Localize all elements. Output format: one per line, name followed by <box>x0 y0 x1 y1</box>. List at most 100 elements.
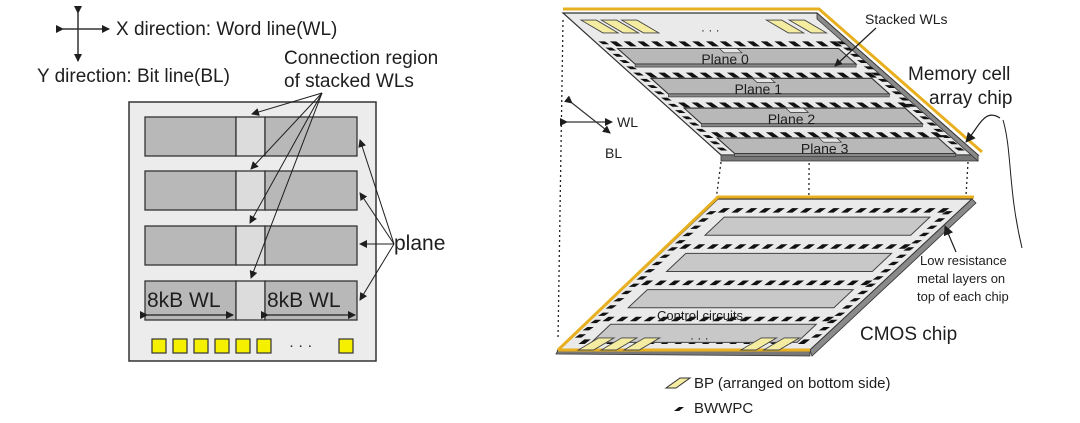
bwwpc-mark <box>887 261 900 266</box>
bwwpc-mark <box>692 41 706 47</box>
metal-layers-arrow <box>943 225 957 253</box>
bwwpc-mark <box>814 102 829 108</box>
bwwpc-mark <box>933 128 944 132</box>
bwwpc-mark <box>805 280 818 286</box>
bwwpc-mark <box>697 218 709 222</box>
connection-region <box>235 280 266 321</box>
bwwpc-mark <box>788 41 802 47</box>
bwwpc-mark <box>629 316 643 322</box>
bwwpc-mark <box>679 244 692 249</box>
bwwpc-mark <box>895 254 907 258</box>
bwwpc-mark <box>926 225 938 229</box>
stacked-wl-region <box>784 107 810 113</box>
plane-edge <box>667 93 890 98</box>
bwwpc-mark <box>747 41 761 47</box>
metal-layers-label-line3: top of each chip <box>917 289 1009 304</box>
bwwpc-mark <box>774 41 788 47</box>
bwwpc-mark <box>661 97 672 101</box>
bwwpc-mark <box>752 132 766 138</box>
bwwpc-mark <box>705 102 719 108</box>
bwwpc-mark <box>835 41 847 45</box>
bwwpc-mark <box>726 72 740 78</box>
legend-bp-label: BP (arranged on bottom side) <box>694 375 891 392</box>
bwwpc-mark <box>616 316 629 322</box>
bwwpc-mark <box>684 316 698 322</box>
plane-slab: Plane 2 <box>682 107 924 128</box>
bwwpc-mark <box>834 132 848 138</box>
bp-pad <box>620 19 661 34</box>
bwwpc-mark <box>808 316 821 322</box>
plane-half-right <box>264 116 358 157</box>
bwwpc-mark <box>613 298 625 302</box>
bwwpc-mark <box>912 110 924 113</box>
bwwpc-mark <box>760 102 774 108</box>
top-bp-pads <box>579 19 829 34</box>
bwwpc-mark <box>797 339 811 344</box>
bwwpc-mark <box>725 316 739 322</box>
plane-slab: Plane 0 <box>616 47 858 68</box>
bonding-pad <box>151 338 167 354</box>
bwwpc-mark <box>821 316 835 322</box>
bwwpc-mark <box>705 211 717 215</box>
bwwpc-mark <box>674 110 686 113</box>
bwwpc-mark <box>947 141 958 145</box>
plane-rows <box>144 116 358 321</box>
bp-pad <box>622 337 662 351</box>
bwwpc-mark <box>836 72 850 78</box>
bp-pad <box>762 337 802 351</box>
bwwpc-mark <box>706 244 719 249</box>
wl-size-label-right: 8kB WL <box>267 289 341 312</box>
bwwpc-mark <box>843 244 857 249</box>
cmos-chip-label: CMOS chip <box>860 324 957 345</box>
bwwpc-mark <box>954 147 965 151</box>
bwwpc-mark <box>813 208 826 213</box>
plane-slab: Plane 3 <box>715 137 958 157</box>
bwwpc-mark <box>681 116 693 120</box>
bwwpc-mark <box>905 103 917 107</box>
bwwpc-mark <box>695 280 709 286</box>
bwwpc-mark <box>647 85 658 88</box>
connection-arrow-3 <box>249 92 323 224</box>
bwwpc-mark <box>854 208 868 213</box>
bwwpc-mark <box>681 280 695 286</box>
bwwpc-mark <box>750 280 763 286</box>
metal-layers-label-line2: metal layers on <box>917 271 1005 286</box>
bwwpc-mark <box>799 208 813 213</box>
plane-label: Plane 1 <box>735 81 783 97</box>
bonding-pad <box>214 338 230 354</box>
bwwpc-mark <box>777 280 791 286</box>
bwwpc-mark <box>809 72 823 78</box>
plane-label: Plane 2 <box>768 111 816 127</box>
bwwpc-mark <box>609 41 623 47</box>
plane-half-right <box>264 170 358 211</box>
bwwpc-mark <box>841 305 853 309</box>
connection-arrow-2 <box>250 92 323 170</box>
bwwpc-mark <box>787 102 801 108</box>
plane-label: plane <box>394 232 445 255</box>
bwwpc-mark <box>619 60 630 63</box>
bonding-pad <box>172 338 188 354</box>
bwwpc-mark <box>651 41 665 47</box>
bwwpc-mark <box>898 97 910 101</box>
plane-arrow-1 <box>358 139 395 245</box>
bwwpc-mark <box>849 298 861 302</box>
bwwpc-mark <box>880 269 892 273</box>
bwwpc-mark <box>848 132 862 138</box>
top-bwwpc-marks <box>598 41 965 151</box>
bwwpc-mark <box>820 132 834 138</box>
bwwpc-mark <box>815 41 829 47</box>
bwwpc-mark <box>807 132 821 138</box>
bwwpc-mark <box>605 305 617 309</box>
bwwpc-mark <box>767 316 780 322</box>
legend-bwwpc-swatch-icon <box>674 407 684 411</box>
bwwpc-mark <box>846 280 859 286</box>
bwwpc-mark <box>688 122 700 126</box>
bwwpc-mark <box>678 41 692 47</box>
control-circuits-label: Control circuits <box>657 308 743 323</box>
bwwpc-mark <box>732 102 746 108</box>
bwwpc-mark <box>654 91 665 95</box>
bwwpc-mark <box>719 41 733 47</box>
bwwpc-mark <box>626 66 637 70</box>
bwwpc-mark <box>870 72 882 76</box>
bottom-bp-pads <box>576 337 802 351</box>
